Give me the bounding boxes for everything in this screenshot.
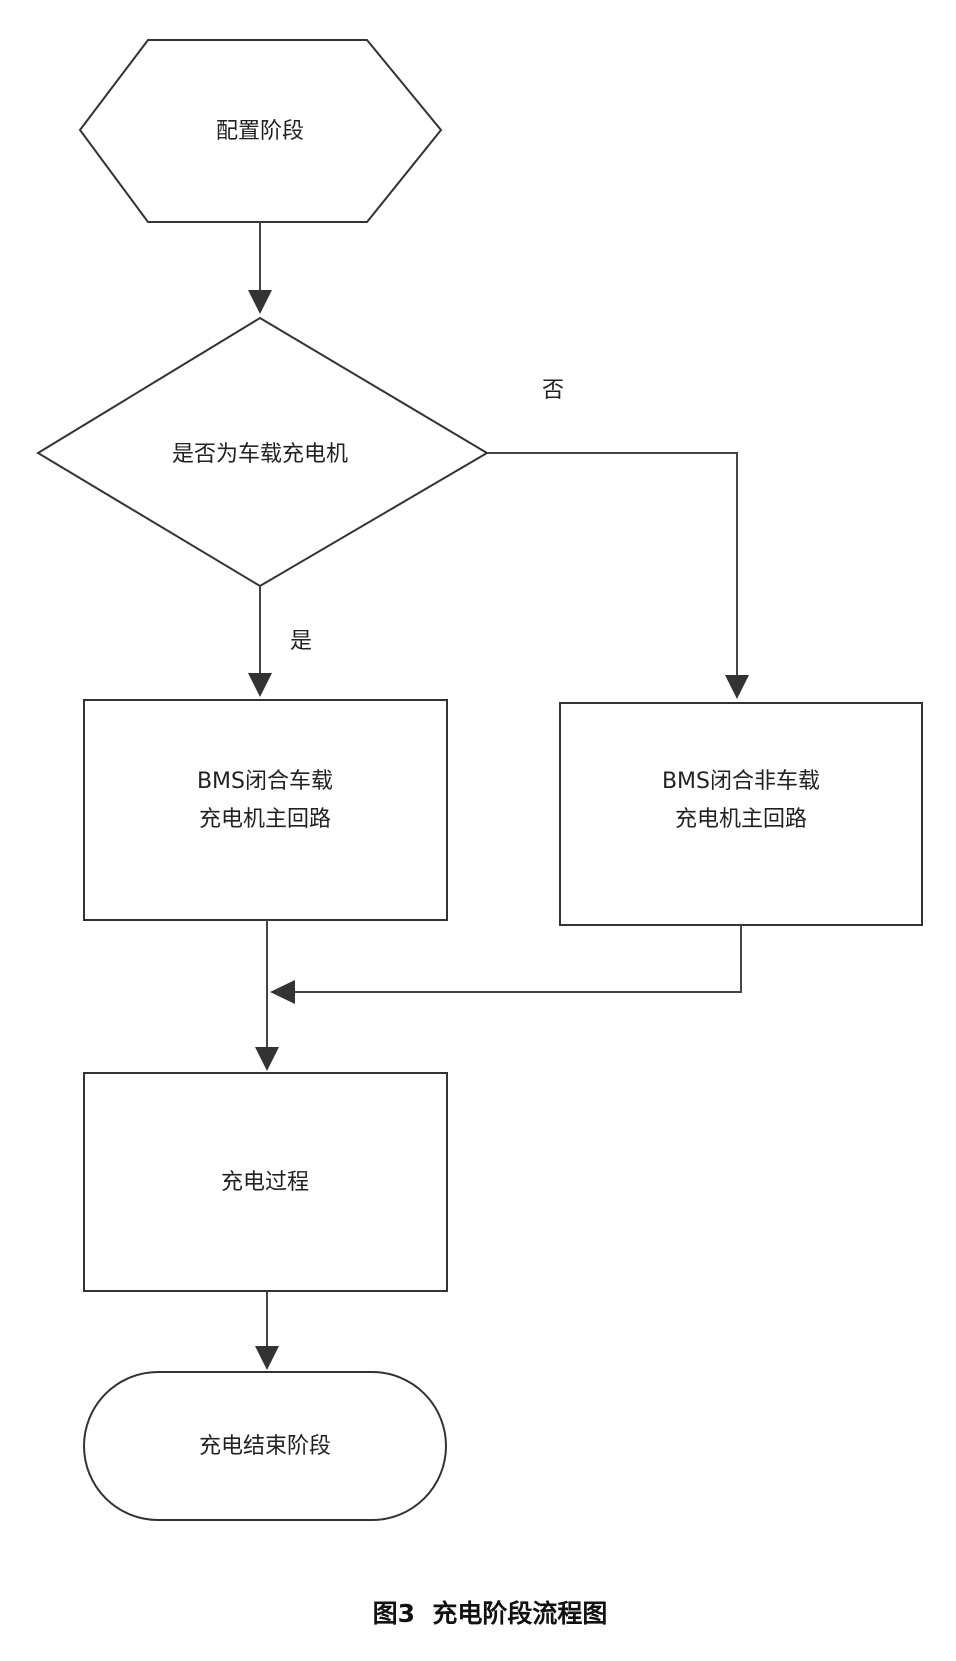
edge-config-to-decision xyxy=(248,222,272,314)
edge-line xyxy=(295,925,742,993)
node-offboard-line2: 充电机主回路 xyxy=(675,807,807,832)
node-end: 充电结束阶段 xyxy=(83,1371,447,1521)
node-config-label: 配置阶段 xyxy=(216,119,304,144)
arrowhead xyxy=(255,1047,279,1071)
rect-shape xyxy=(83,1072,448,1292)
edge-charging-to-end xyxy=(255,1291,279,1370)
edge-line xyxy=(487,452,738,675)
node-end-label: 充电结束阶段 xyxy=(199,1434,331,1459)
edge-decision-yes: 是 xyxy=(248,586,312,697)
arrowhead xyxy=(248,673,272,697)
edge-offboard-merge xyxy=(270,925,742,1004)
arrowhead xyxy=(725,675,749,699)
node-onboard-line2: 充电机主回路 xyxy=(199,807,331,832)
node-offboard: BMS闭合非车载 充电机主回路 xyxy=(559,702,923,926)
node-offboard-line1: BMS闭合非车载 xyxy=(662,769,820,794)
arrowhead xyxy=(270,980,295,1004)
edge-decision-no: 否 xyxy=(487,378,749,699)
terminator-shape xyxy=(83,1371,447,1521)
node-decision: 是否为车载充电机 xyxy=(36,316,489,588)
figure-caption: 图3 充电阶段流程图 xyxy=(373,1599,608,1628)
edge-no-label: 否 xyxy=(542,378,564,403)
arrowhead xyxy=(255,1346,279,1370)
node-charging-label: 充电过程 xyxy=(221,1170,309,1195)
hexagon-shape xyxy=(78,39,443,223)
edge-yes-label: 是 xyxy=(290,629,312,654)
arrowhead xyxy=(248,290,272,314)
rect-shape xyxy=(559,702,923,926)
node-onboard: BMS闭合车载 充电机主回路 xyxy=(83,699,448,921)
node-charging: 充电过程 xyxy=(83,1072,448,1292)
node-config: 配置阶段 xyxy=(78,39,443,223)
edge-onboard-to-charging xyxy=(255,920,279,1071)
node-decision-label: 是否为车载充电机 xyxy=(172,442,348,467)
node-onboard-line1: BMS闭合车载 xyxy=(197,769,333,794)
rect-shape xyxy=(83,699,448,921)
